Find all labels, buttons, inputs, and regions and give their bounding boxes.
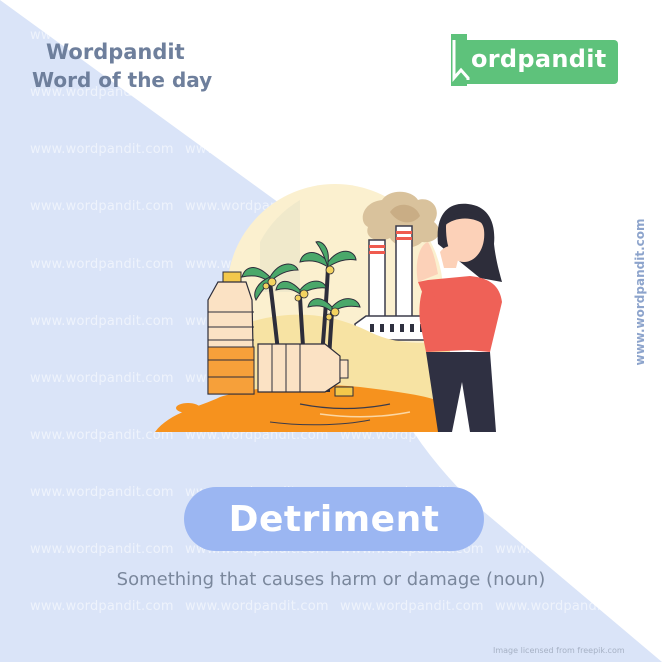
watermark-text: www.wordpandit.com [495,485,639,500]
word-definition: Something that causes harm or damage (no… [116,569,546,590]
watermark-text: www.wordpandit.com [495,314,639,329]
watermark-text: www.wordpandit.com [185,599,329,614]
watermark-text: www.wordpandit.com [495,371,639,386]
watermark-text: www.wordpandit.com [30,85,174,100]
watermark-text: www.wordpandit.com [495,599,639,614]
watermark-text: www.wordpandit.com [495,257,639,272]
oil-bottle-icon [207,271,255,395]
logo-box [451,40,618,84]
watermark-text: www.wordpandit.com [495,85,639,100]
watermark-text: www.wordpandit.com [495,199,639,214]
word-term: Detriment [228,498,440,540]
factory-chimney-icon [368,225,413,321]
oil-spill-icon [155,385,450,432]
watermark-text: www.wordpandit.com [30,599,174,614]
watermark-text: www.wordpandit.com [30,142,174,157]
woman-figure-icon [416,203,502,432]
watermark-text: www.wordpandit.com [185,142,329,157]
watermark-text: www.wordpandit.com [30,257,174,272]
watermark-text: www.wordpandit.com [340,599,484,614]
watermark-text: www.wordpandit.com [340,142,484,157]
watermark-text: www.wordpandit.com [30,314,174,329]
watermark-text: www.wordpandit.com [30,428,174,443]
logo-text: ordpandit [471,45,607,73]
watermark-text: www.wordpandit.com [30,485,174,500]
watermark-text: www.wordpandit.com [30,28,174,43]
lying-bottle-icon [257,343,354,397]
brand-title: Wordpandit [46,40,185,64]
watermark-text: www.wordpandit.com [340,28,484,43]
image-credit: Image licensed from freepik.com [493,646,625,655]
illustration [155,184,502,432]
bookmark-w-icon [451,34,470,86]
watermark-text: www.wordpandit.com [30,542,174,557]
watermark-text: www.wordpandit.com [340,85,484,100]
smoke-icon [362,191,440,248]
watermark-text: www.wordpandit.com [495,428,639,443]
word-of-the-day-label: Word of the day [32,68,213,92]
wordpandit-logo: ordpandit [449,34,618,86]
watermark-text: www.wordpandit.com [495,28,639,43]
watermark-text: www.wordpandit.com [30,371,174,386]
side-url: www.wordpandit.com [633,218,647,366]
watermark-text: www.wordpandit.com [495,142,639,157]
watermark-text: www.wordpandit.com [185,85,329,100]
watermark-text: www.wordpandit.com [30,199,174,214]
watermark-text: www.wordpandit.com [185,28,329,43]
watermark-text: www.wordpandit.com [495,542,639,557]
word-pill: Detriment [184,487,484,551]
